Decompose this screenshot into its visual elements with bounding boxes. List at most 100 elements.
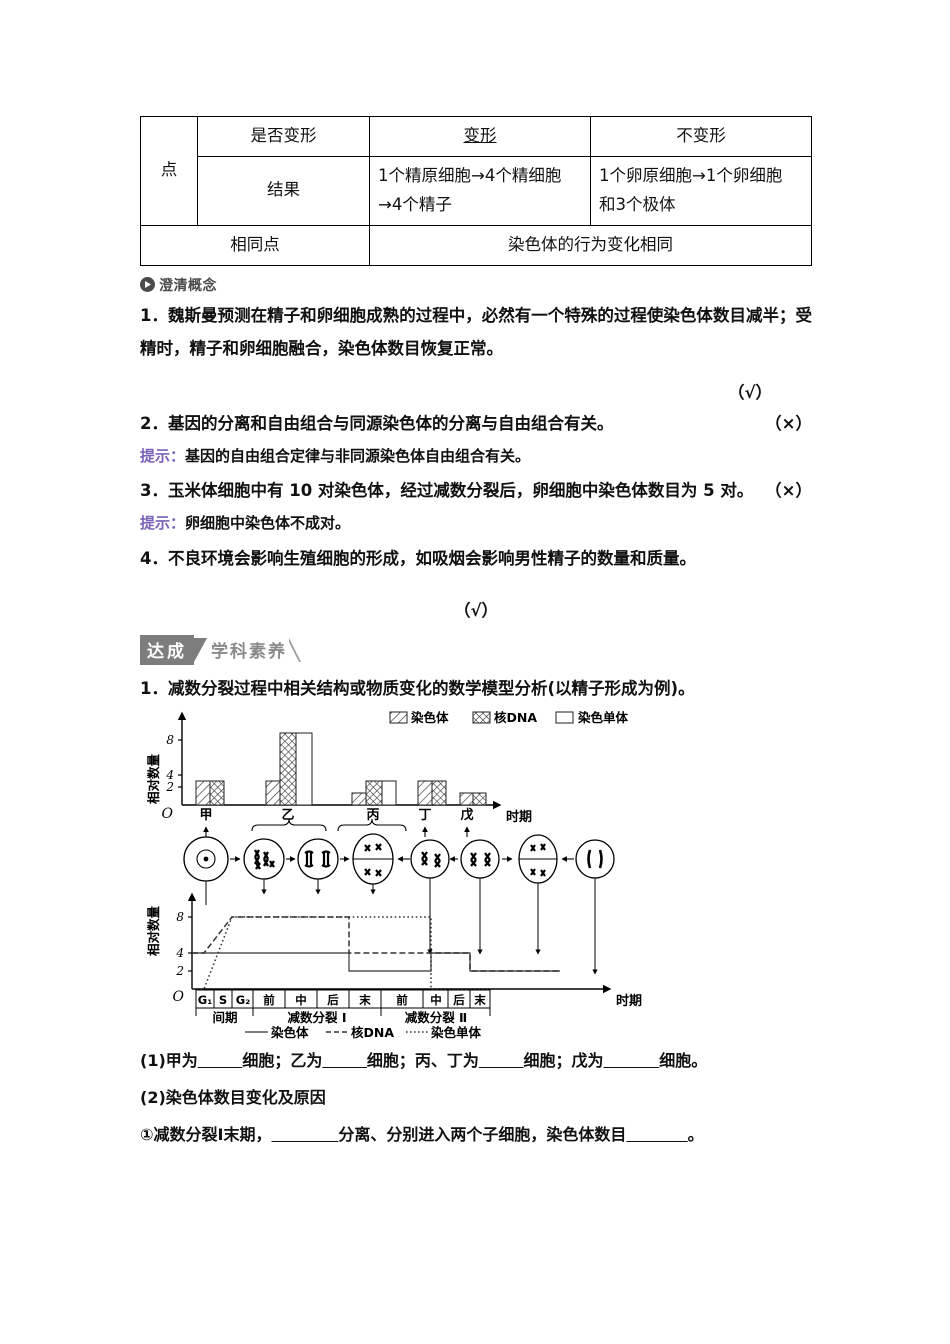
clarify-item-4: 4．不良环境会影响生殖细胞的形成，如吸烟会影响男性精子的数量和质量。	[140, 542, 812, 575]
bar-yi-chromatid	[295, 732, 313, 805]
cell-meiosis-II-metaphase	[460, 838, 500, 879]
bar-cat-ding: 丁	[418, 808, 431, 823]
bar-jia-dna	[209, 780, 225, 805]
bar-cat-bing: 丙	[366, 808, 379, 823]
table-cell-result-deform: 1个精原细胞→4个精细胞 →4个精子	[369, 155, 591, 226]
hint-label: 提示：	[140, 446, 186, 465]
achieve-item-1-text: 减数分裂过程中相关结构或物质变化的数学模型分析(以精子形成为例)。	[167, 678, 695, 698]
clarify-item-1-number: 1．	[140, 305, 169, 325]
legend-swatch-chromosome	[389, 711, 408, 723]
cell-spermatid	[575, 838, 615, 879]
line-series-chromatid	[192, 915, 560, 990]
q1-part-3: 细胞；戊为	[523, 1050, 604, 1070]
bar-ytick-8: 8	[166, 733, 174, 747]
hint-text: 基因的自由组合定律与非同源染色体自由组合有关。	[185, 446, 531, 465]
clarify-section-header: 澄清概念	[140, 275, 812, 295]
clarify-item-2-number: 2．	[140, 413, 168, 433]
cell-meiosis-I-prophase	[243, 837, 285, 880]
cell-to-lowerchart-connectors	[205, 877, 598, 974]
bar-yi-chromosome	[265, 780, 281, 805]
clarify-item-3-number: 3．	[140, 481, 168, 500]
stage-group-meiosis-1: 减数分裂 Ⅰ	[287, 1010, 346, 1025]
table-cell-nodeform: 不变形	[590, 116, 812, 157]
question-2-title: (2)染色体数目变化及原因	[140, 1087, 326, 1107]
line-ytick-2: 2	[175, 964, 184, 978]
q2-blank-1[interactable]	[272, 1125, 339, 1144]
q1-blank-4[interactable]	[604, 1051, 660, 1070]
clarify-item-3-hint: 提示：卵细胞中染色体不成对。	[140, 509, 812, 538]
table-cell-result-nodeform: 1个卵原细胞→1个卵细胞 和3个极体	[590, 155, 812, 226]
bar-cat-yi: 乙	[281, 808, 294, 823]
q1-blank-2[interactable]	[322, 1051, 367, 1070]
cell-meiosis-II-prophase	[410, 838, 450, 879]
bar-chart-origin: O	[162, 806, 174, 822]
q1-blank-3[interactable]	[479, 1051, 524, 1070]
stage-group-meiosis-2: 减数分裂 Ⅱ	[405, 1010, 468, 1025]
legend-label-line-dna: 核DNA	[351, 1025, 394, 1039]
clarify-item-2-text: 基因的分离和自由组合与同源染色体的分离与自由组合有关。	[167, 413, 614, 433]
cell-spermatogonium	[183, 835, 229, 882]
line-chart-xlabel: 时期	[616, 993, 642, 1009]
table-row-header-result: 结果	[197, 155, 370, 226]
clarify-item-2-mark: （×）	[765, 413, 812, 433]
bar-chart-ylabel: 相对数量	[146, 753, 161, 804]
cell-meiosis-II-anaphase	[518, 833, 558, 884]
question-2-item-1: ①减数分裂Ⅰ末期， 分离、分别进入两个子细胞，染色体数目 。	[140, 1119, 812, 1150]
q1-part-1: 细胞；乙为	[242, 1050, 323, 1070]
result-nodeform-line1: 1个卵原细胞→1个卵细胞	[599, 165, 783, 185]
legend-label-chromosome: 染色体	[410, 710, 449, 725]
play-triangle-icon	[140, 277, 155, 292]
q1-part-0: (1)甲为	[140, 1050, 198, 1070]
legend-swatch-dna	[472, 711, 491, 723]
clarify-item-1-mark: （√）	[727, 382, 772, 402]
q1-blank-1[interactable]	[198, 1051, 243, 1070]
bar-chart-xlabel: 时期	[506, 809, 532, 825]
legend-label-line-chromatid: 染色单体	[430, 1025, 482, 1039]
stage-tick-m2-anaphase: 后	[453, 993, 465, 1007]
result-deform-line1: 1个精原细胞→4个精细胞	[378, 165, 562, 185]
result-nodeform-line2: 和3个极体	[599, 194, 676, 214]
achieve-section-header: 达成学科素养	[140, 634, 812, 665]
stage-group-interphase: 间期	[212, 1010, 237, 1025]
legend-label-line-chromosome: 染色体	[270, 1025, 309, 1039]
q1-part-2: 细胞；丙、丁为	[366, 1050, 479, 1070]
bar-cat-wu: 戊	[459, 807, 473, 823]
page-content: 点 是否变形 变形 不变形 结果 1个精原细胞→4个精细胞 →4个精子 1个卵原…	[140, 0, 812, 1150]
clarify-item-2: （×） 2．基因的分离和自由组合与同源染色体的分离与自由组合有关。	[140, 407, 812, 440]
stage-tick-m1-metaphase: 中	[295, 993, 307, 1007]
q2-blank-2[interactable]	[626, 1125, 687, 1144]
clarify-item-4-mark: （√）	[453, 600, 498, 620]
cell-meiosis-I-metaphase	[297, 837, 339, 880]
stage-tick-m1-telophase: 末	[359, 993, 371, 1007]
table-lead-label: 点	[140, 116, 198, 226]
table-cell-deform-text: 变形	[463, 126, 497, 145]
achieve-badge-left: 达成	[140, 634, 194, 665]
result-deform-line2: →4个精子	[378, 194, 452, 214]
bar-bing-dna	[365, 780, 383, 805]
stage-tick-m2-metaphase: 中	[430, 993, 442, 1007]
legend-label-dna: 核DNA	[494, 710, 537, 725]
brace-yi	[251, 818, 327, 831]
stage-tick-g2: G₂	[236, 993, 250, 1007]
bar-ytick-4: 4	[165, 768, 174, 782]
stage-tick-m1-anaphase: 后	[327, 993, 339, 1007]
achieve-badge-slash-inner	[286, 637, 299, 662]
brace-bing	[337, 818, 407, 831]
bar-ding-dna	[431, 780, 447, 805]
q2-part-0: ①减数分裂Ⅰ末期，	[140, 1124, 272, 1144]
cell-meiosis-I-anaphase	[352, 832, 394, 885]
table-cell-deform: 变形	[369, 116, 591, 157]
bar-bing-chromatid	[381, 780, 397, 805]
meiosis-figure-svg: 染色体 核DNA 染色单体 相对数量 2 4 8 O	[146, 710, 642, 1039]
stage-axis-boxes	[195, 989, 491, 1008]
bar-cat-jia: 甲	[199, 808, 212, 823]
clarify-title: 澄清概念	[159, 277, 217, 294]
legend-label-chromatid: 染色单体	[577, 710, 629, 725]
line-chart-legend: 染色体 核DNA 染色单体	[245, 1025, 482, 1039]
achieve-badge-tail	[194, 637, 207, 662]
achieve-item-1-number: 1．	[140, 678, 168, 698]
table-row-header-same: 相同点	[140, 224, 370, 266]
achieve-item-1: 1．减数分裂过程中相关结构或物质变化的数学模型分析(以精子形成为例)。	[140, 672, 812, 705]
bar-bing-chromosome	[351, 792, 367, 805]
